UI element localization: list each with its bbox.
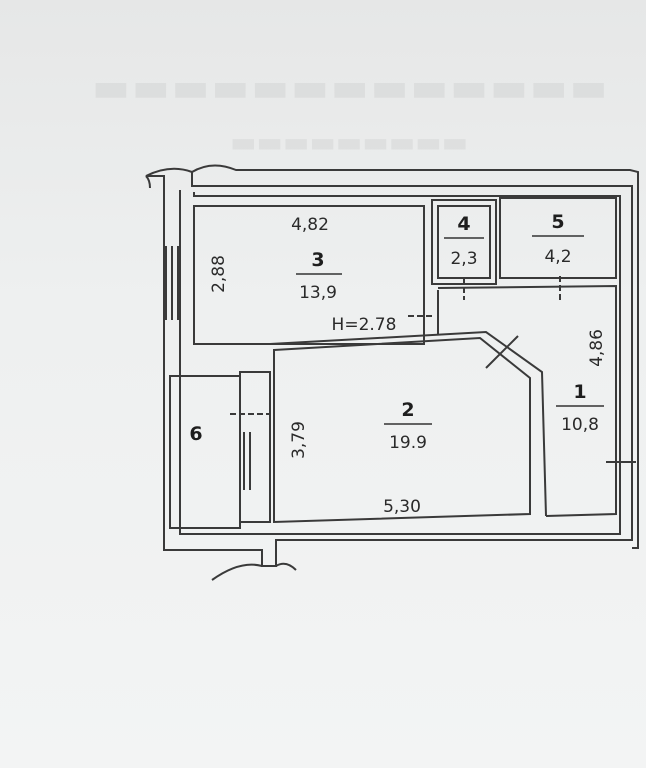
room-1-number: 1 <box>573 381 586 403</box>
room-2-depth-dimension: 3,79 <box>289 421 309 459</box>
room-1-depth-dimension: 4,86 <box>587 329 607 367</box>
room-3-label: 3 13,9 <box>296 249 342 303</box>
room-2-number: 2 <box>401 399 414 421</box>
room-1-area: 10,8 <box>561 415 599 435</box>
outer-walls <box>145 164 639 581</box>
room-5-number: 5 <box>551 211 564 233</box>
room-1-label: 1 10,8 <box>556 381 604 435</box>
room-3-outline <box>193 205 425 345</box>
room-2-outline <box>273 336 531 524</box>
room-3-width-dimension: 4,82 <box>291 215 329 235</box>
room-2-width-dimension: 5,30 <box>383 497 421 517</box>
room-3-number: 3 <box>311 249 324 271</box>
room-5-label: 5 4,2 <box>532 211 584 267</box>
room-1-outline <box>437 284 617 517</box>
room-2-label: 2 19.9 <box>384 399 432 453</box>
room-3-depth-dimension: 2,88 <box>209 255 229 293</box>
room-6-number: 6 <box>189 423 202 445</box>
room-2-area: 19.9 <box>389 433 427 453</box>
room-3-area: 13,9 <box>299 283 337 303</box>
room-6-label: 6 <box>189 423 202 445</box>
window-marks <box>165 246 639 490</box>
door-marks <box>230 276 636 463</box>
room-4-number: 4 <box>457 213 470 235</box>
room-2-wall <box>269 330 547 517</box>
room-5-area: 4,2 <box>544 247 571 267</box>
room-5-outline <box>499 197 617 279</box>
room-4-area: 2,3 <box>450 249 477 269</box>
room-4-label: 4 2,3 <box>444 213 484 269</box>
ceiling-height-dimension: H=2.78 <box>332 315 397 335</box>
room-6-wall <box>239 371 271 523</box>
